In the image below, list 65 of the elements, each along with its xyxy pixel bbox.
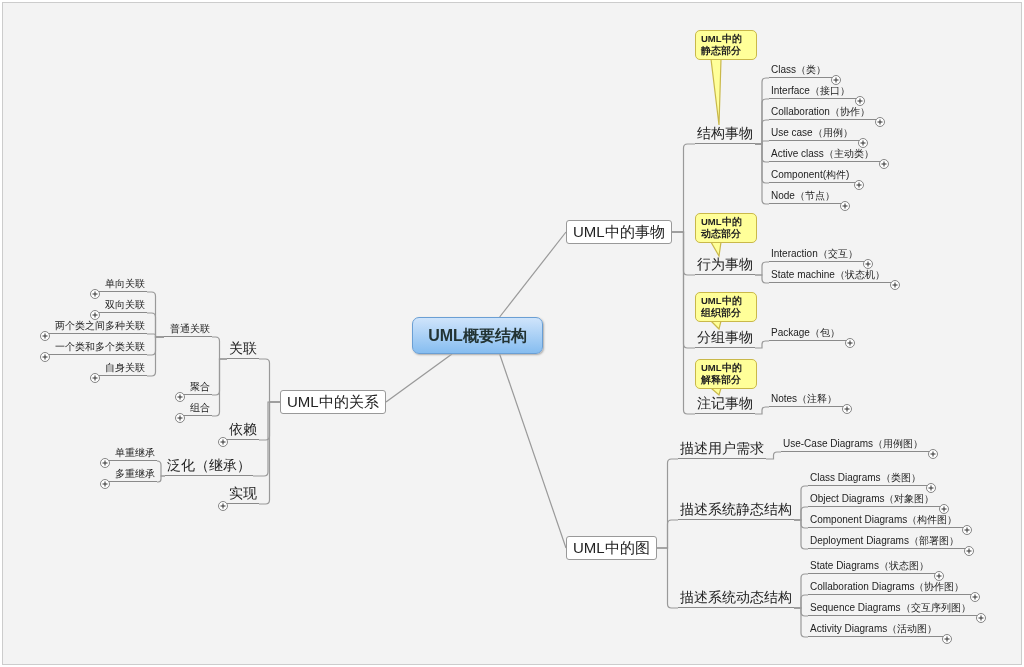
leaf-topic-label: 单重继承 — [109, 447, 157, 461]
connector-line — [765, 451, 782, 460]
connector-line — [499, 353, 567, 549]
callout-bubble: UML中的组织部分 — [695, 292, 757, 322]
subtopic-label: 分组事物 — [695, 329, 755, 348]
leaf-topic-label: Package（包） — [769, 327, 846, 341]
leaf-topic-label: Object Diagrams（对象图） — [808, 493, 941, 507]
leaf-topic-label: Collaboration Diagrams（协作图） — [808, 581, 971, 595]
main-topic-box: UML中的关系 — [280, 390, 386, 414]
leaf-topic-label: Interaction（交互） — [769, 248, 864, 262]
connector-line — [656, 547, 679, 609]
leaf-topic-label: Use-Case Diagrams（用例图） — [781, 438, 930, 452]
connector-line — [385, 353, 453, 403]
subtopic-label: 泛化（继承） — [165, 457, 253, 476]
subtopic-label: 结构事物 — [695, 125, 755, 144]
leaf-topic-label: State machine（状态机） — [769, 269, 891, 283]
callout-bubble: UML中的静态部分 — [695, 30, 757, 60]
subtopic-label: 行为事物 — [695, 256, 755, 275]
callout-tail — [710, 58, 722, 126]
connector-line — [754, 406, 770, 415]
subtopic-label: 描述用户需求 — [678, 440, 766, 459]
leaf-topic-label: 聚合 — [184, 381, 212, 395]
leaf-topic-label: Class（类） — [769, 64, 832, 78]
leaf-topic-label: Notes（注释） — [769, 393, 844, 407]
connector-line — [793, 607, 809, 638]
connector-line — [258, 401, 281, 505]
leaf-topic-label: Deployment Diagrams（部署图） — [808, 535, 965, 549]
connector-line — [211, 358, 228, 417]
leaf-topic-label: Active class（主动类） — [769, 148, 880, 162]
leaf-topic-label: 双向关联 — [99, 299, 147, 313]
leaf-topic-label: Class Diagrams（类图） — [808, 472, 927, 486]
leaf-topic-label: 组合 — [184, 402, 212, 416]
subtopic-label: 依赖 — [227, 421, 259, 440]
main-topic-box: UML中的图 — [566, 536, 657, 560]
callout-bubble: UML中的动态部分 — [695, 213, 757, 243]
leaf-topic-label: State Diagrams（状态图） — [808, 560, 935, 574]
leaf-topic-label: Activity Diagrams（活动图） — [808, 623, 944, 637]
subtopic-label: 描述系统静态结构 — [678, 501, 794, 520]
connector-line — [793, 519, 809, 550]
leaf-topic-label: Node（节点） — [769, 190, 841, 204]
connector-line — [754, 143, 770, 205]
leaf-topic-label: Interface（接口） — [769, 85, 856, 99]
leaf-topic-label: Component Diagrams（构件图） — [808, 514, 964, 528]
leaf-topic-label: 单向关联 — [99, 278, 147, 292]
connector-line — [754, 340, 770, 349]
subtopic-label: 关联 — [227, 340, 259, 359]
leaf-topic-label: 两个类之间多种关联 — [49, 320, 147, 334]
main-topic-box: UML中的事物 — [566, 220, 672, 244]
leaf-topic-label: 多重继承 — [109, 468, 157, 482]
connector-line — [754, 274, 770, 284]
leaf-topic-label: 自身关联 — [99, 362, 147, 376]
subtopic-label: 注记事物 — [695, 395, 755, 414]
leaf-topic-label: Component(构件) — [769, 169, 856, 183]
connector-line — [156, 475, 166, 483]
subtopic-label: 描述系统动态结构 — [678, 589, 794, 608]
leaf-topic-label: Sequence Diagrams（交互序列图） — [808, 602, 977, 616]
connector-line — [146, 336, 165, 377]
subtopic-label: 实现 — [227, 485, 259, 504]
connector-line — [499, 231, 567, 318]
leaf-topic-label: Use case（用例） — [769, 127, 859, 141]
callout-bubble: UML中的解释部分 — [695, 359, 757, 389]
leaf-topic-label: 一个类和多个类关联 — [49, 341, 147, 355]
central-topic-box: UML概要结构 — [412, 317, 543, 354]
leaf-topic-label: 普通关联 — [164, 323, 212, 337]
leaf-topic-label: Collaboration（协作） — [769, 106, 876, 120]
